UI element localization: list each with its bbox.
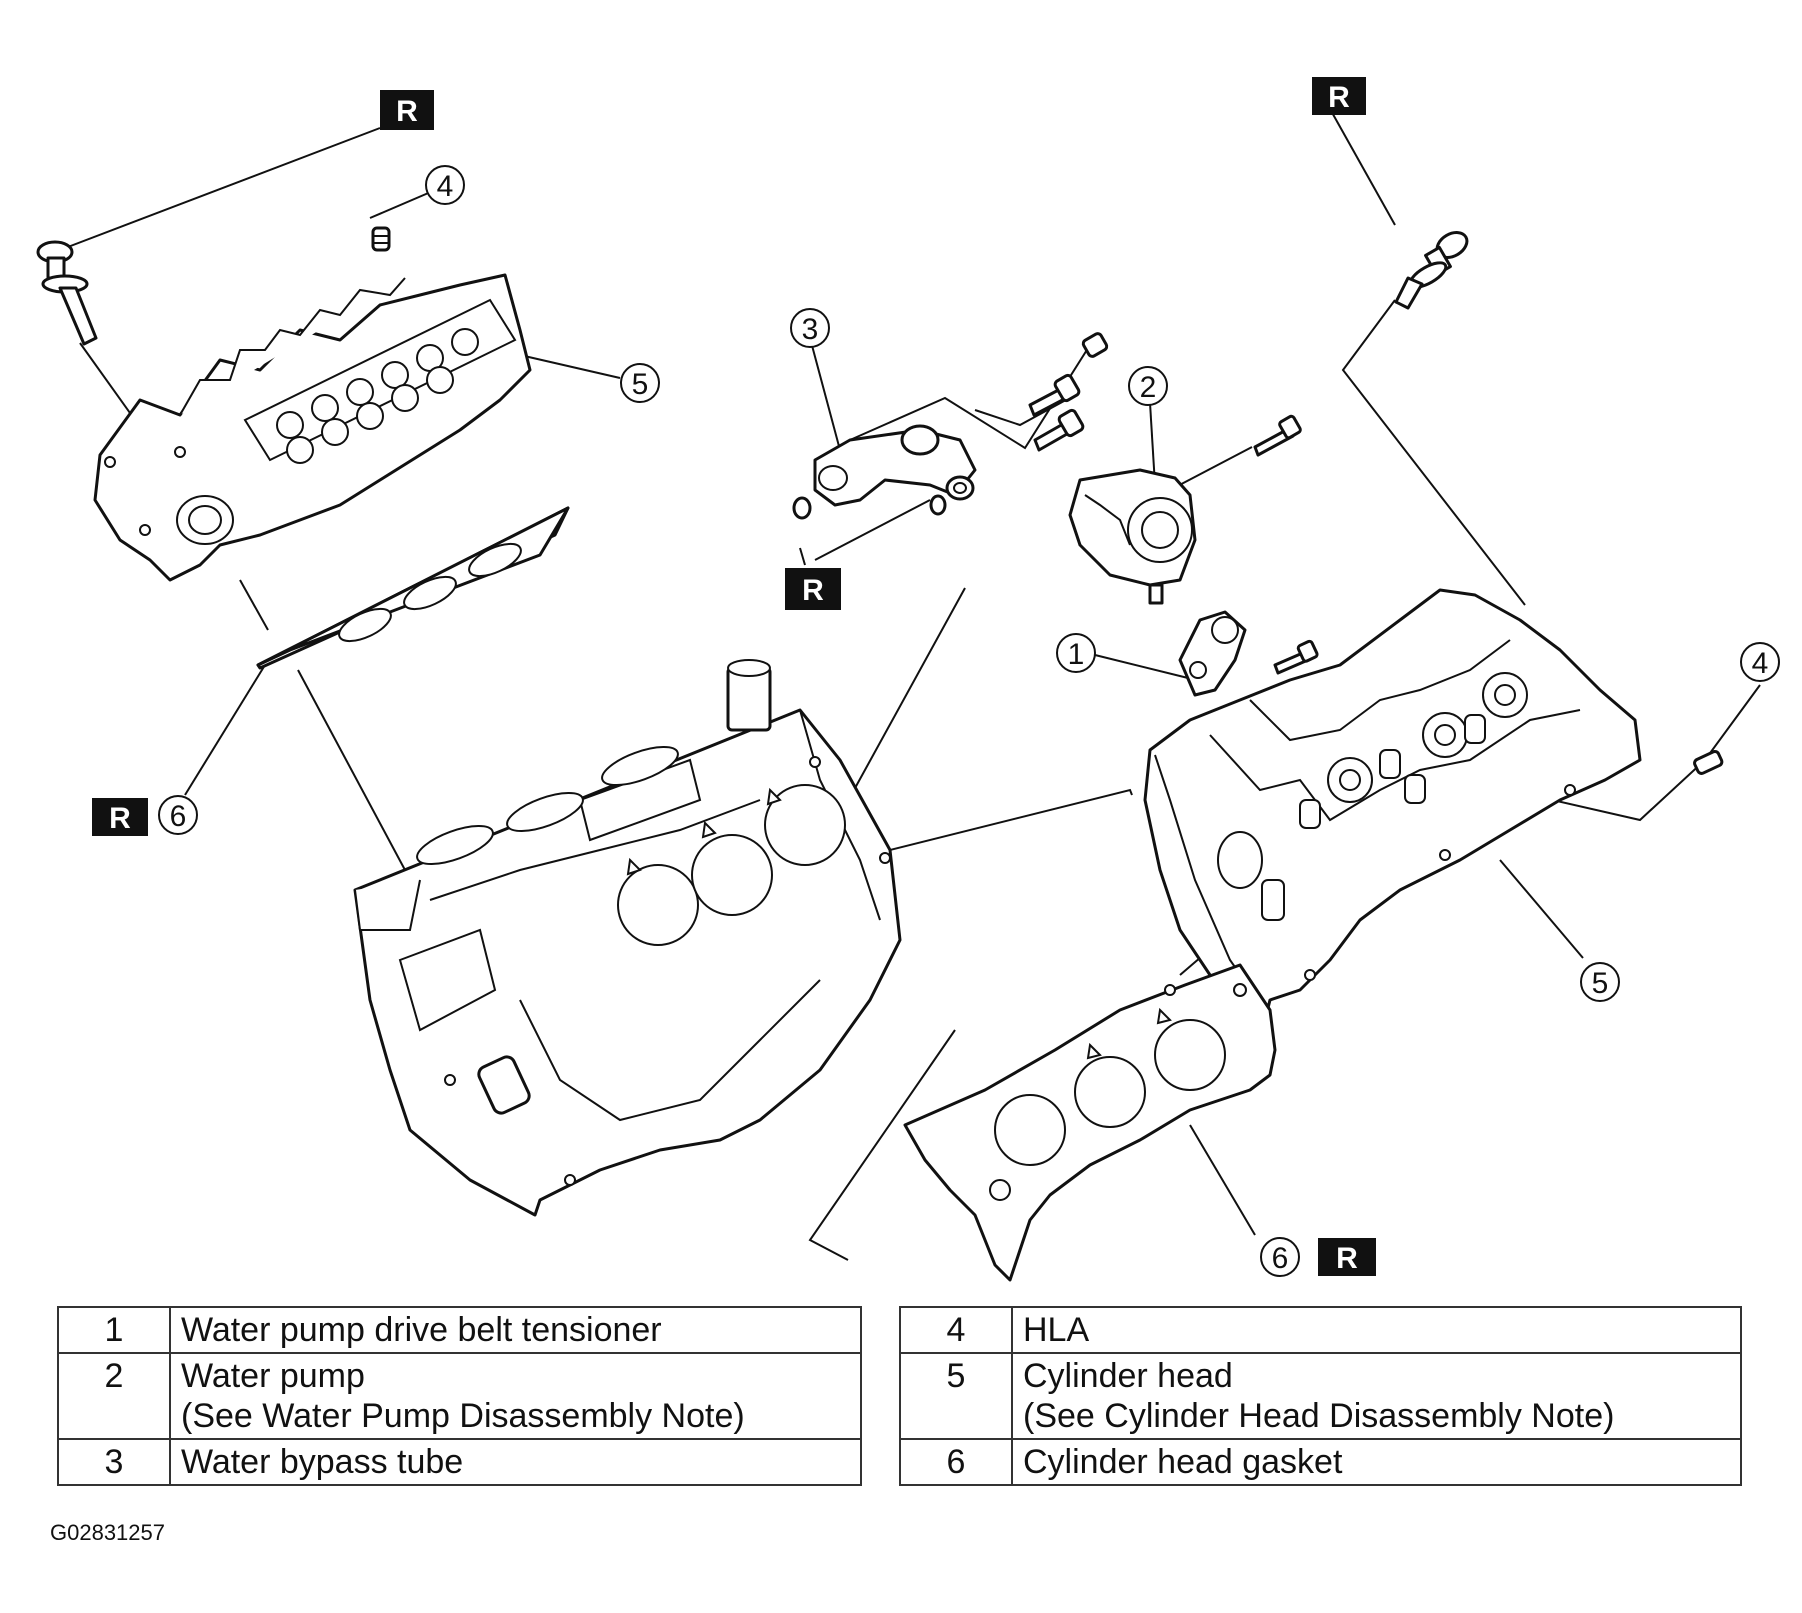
legend-row: 5 Cylinder head (See Cylinder Head Disas… <box>899 1352 1742 1440</box>
callout-6-right: 6 <box>1260 1237 1300 1277</box>
right-cylinder-head <box>1143 588 1642 1022</box>
legend-number: 2 <box>57 1352 171 1440</box>
svg-text:1: 1 <box>1068 638 1085 671</box>
svg-text:3: 3 <box>802 313 819 346</box>
right-hla <box>1693 749 1724 775</box>
callout-1: 1 <box>1056 633 1096 673</box>
parts-legend-right: 4 HLA 5 Cylinder head (See Cylinder Head… <box>899 1306 1742 1486</box>
legend-text: HLA <box>1023 1311 1090 1349</box>
replace-mark-bypass-tube: R <box>785 568 841 610</box>
legend-row: 2 Water pump (See Water Pump Disassembly… <box>57 1352 862 1440</box>
replace-mark-left-bolt: R <box>380 90 434 130</box>
legend-description: Water bypass tube <box>169 1438 862 1486</box>
leader-lines <box>59 99 1761 1261</box>
figure-id: G02831257 <box>50 1520 165 1545</box>
replace-mark-left-gasket: R <box>92 798 148 836</box>
legend-row: 4 HLA <box>899 1306 1742 1354</box>
left-cylinder-head <box>93 273 532 582</box>
svg-text:R: R <box>1328 81 1350 114</box>
left-head-gasket <box>256 506 570 670</box>
svg-text:6: 6 <box>1272 1242 1289 1275</box>
callout-4-right: 4 <box>1740 642 1780 682</box>
svg-text:4: 4 <box>437 170 454 203</box>
legend-number: 3 <box>57 1438 171 1486</box>
legend-text: Cylinder head <box>1023 1357 1233 1395</box>
left-hla <box>371 226 391 252</box>
svg-text:R: R <box>109 802 131 835</box>
legend-text: Water bypass tube <box>181 1443 464 1481</box>
svg-text:R: R <box>1336 1242 1358 1275</box>
bypass-tube-bolts <box>1028 332 1109 452</box>
legend-number: 4 <box>899 1306 1013 1354</box>
legend-description: Water pump drive belt tensioner <box>169 1306 862 1354</box>
legend-description: HLA <box>1011 1306 1742 1354</box>
replace-mark-right-bolt: R <box>1312 77 1366 115</box>
legend-number: 6 <box>899 1438 1013 1486</box>
parts-legend-left: 1 Water pump drive belt tensioner 2 Wate… <box>57 1306 862 1486</box>
legend-row: 3 Water bypass tube <box>57 1438 862 1486</box>
callout-5-left: 5 <box>620 363 660 403</box>
water-pump-drive-belt-tensioner <box>1178 610 1319 697</box>
legend-row: 1 Water pump drive belt tensioner <box>57 1306 862 1354</box>
right-head-bolt <box>1394 231 1469 310</box>
water-pump <box>1068 414 1302 605</box>
svg-text:2: 2 <box>1140 371 1157 404</box>
legend-text: Water pump drive belt tensioner <box>181 1311 662 1349</box>
svg-text:5: 5 <box>632 368 649 401</box>
callout-4-left: 4 <box>425 165 465 205</box>
callout-5-right: 5 <box>1580 962 1620 1002</box>
legend-note: (See Water Pump Disassembly Note) <box>181 1397 745 1435</box>
svg-text:4: 4 <box>1752 647 1769 680</box>
legend-description: Cylinder head (See Cylinder Head Disasse… <box>1011 1352 1742 1440</box>
left-head-bolt <box>36 240 98 346</box>
legend-text: Cylinder head gasket <box>1023 1443 1343 1481</box>
svg-text:5: 5 <box>1592 967 1609 1000</box>
svg-text:R: R <box>396 95 418 128</box>
water-bypass-tube <box>792 424 977 520</box>
legend-number: 1 <box>57 1306 171 1354</box>
callout-3: 3 <box>790 308 830 348</box>
legend-note: (See Cylinder Head Disassembly Note) <box>1023 1397 1615 1435</box>
legend-description: Water pump (See Water Pump Disassembly N… <box>169 1352 862 1440</box>
callout-6-left: 6 <box>158 795 198 835</box>
callout-2: 2 <box>1128 366 1168 406</box>
svg-text:R: R <box>802 574 824 607</box>
legend-description: Cylinder head gasket <box>1011 1438 1742 1486</box>
legend-text: Water pump <box>181 1357 365 1395</box>
svg-text:6: 6 <box>170 800 187 833</box>
legend-row: 6 Cylinder head gasket <box>899 1438 1742 1486</box>
legend-number: 5 <box>899 1352 1013 1440</box>
replace-mark-right-gasket: R <box>1318 1238 1376 1276</box>
cylinder-block <box>353 659 902 1217</box>
right-head-gasket <box>903 963 1277 1282</box>
